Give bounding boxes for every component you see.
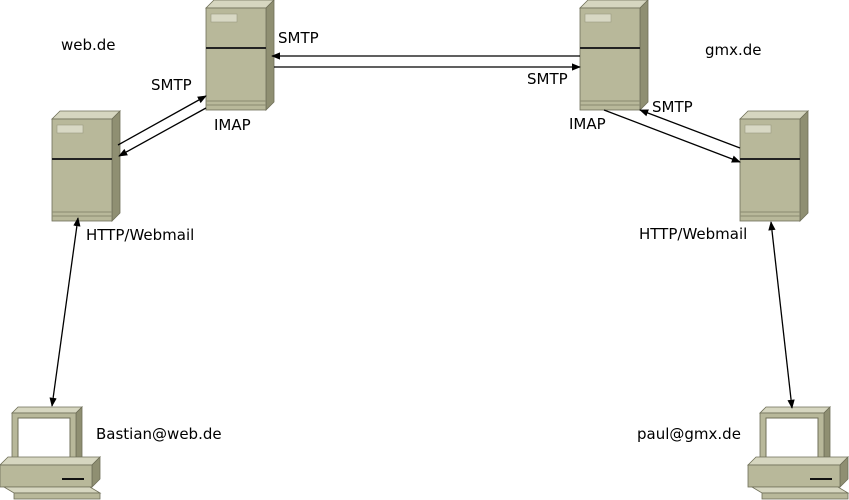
- imap-label-right: IMAP: [569, 115, 606, 133]
- web-de-webmail-server: [51, 110, 121, 222]
- smtp-label-top: SMTP: [278, 29, 319, 47]
- user-label-paul: paul@gmx.de: [637, 425, 741, 443]
- smtp-webmail-to-imap-left-arrow: [117, 95, 207, 146]
- bastian-computer: [0, 406, 101, 500]
- domain-label-gmx-de: gmx.de: [705, 41, 762, 59]
- smtp-label-right: SMTP: [652, 98, 693, 116]
- smtp-webmail-to-imap-right-arrow: [639, 109, 741, 149]
- webmail-label-right: HTTP/Webmail: [639, 225, 747, 243]
- web-de-imap-server: [205, 0, 275, 111]
- http-right-arrow: [768, 221, 795, 409]
- gmx-de-webmail-server: [739, 110, 809, 222]
- paul-computer: [747, 406, 849, 500]
- webmail-label-left: HTTP/Webmail: [86, 226, 194, 244]
- gmx-de-imap-server: [579, 0, 649, 111]
- imap-to-webmail-left-arrow: [118, 107, 207, 157]
- domain-label-web-de: web.de: [61, 36, 116, 54]
- imap-to-webmail-right-arrow: [603, 109, 741, 163]
- smtp-label-top-return: SMTP: [527, 70, 568, 88]
- http-left-arrow: [49, 217, 81, 407]
- imap-label-left: IMAP: [214, 116, 251, 134]
- smtp-label-left: SMTP: [151, 76, 192, 94]
- user-label-bastian: Bastian@web.de: [96, 425, 222, 443]
